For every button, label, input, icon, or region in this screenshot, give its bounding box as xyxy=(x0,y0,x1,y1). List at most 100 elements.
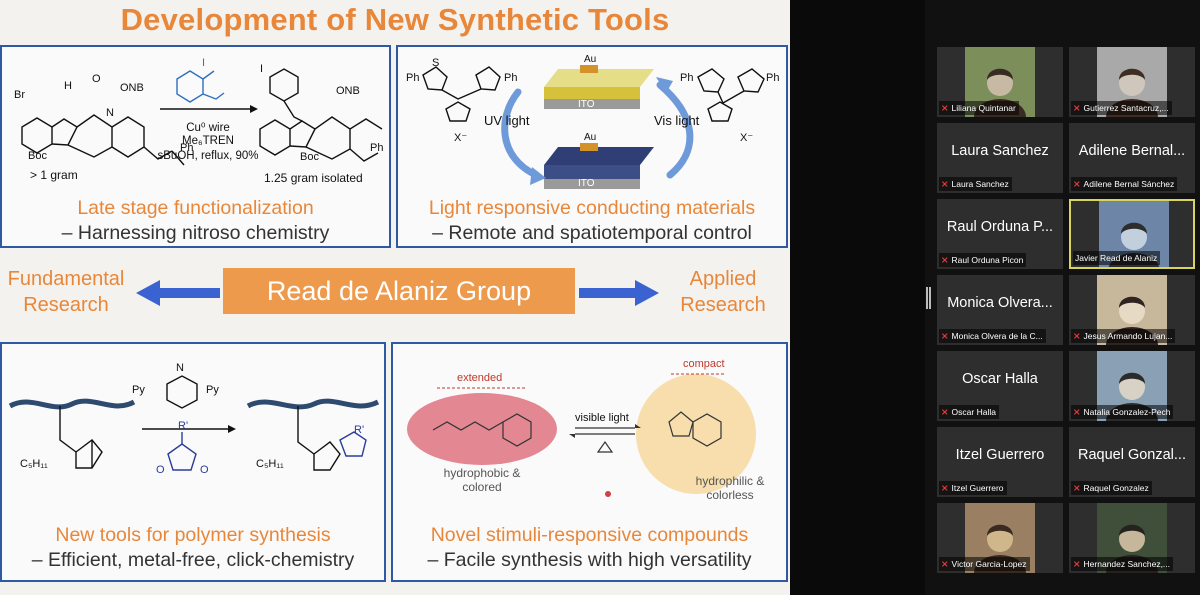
nitroso-reaction-scheme xyxy=(21,68,383,166)
polymer-click-scheme xyxy=(8,375,380,471)
participant-tile[interactable]: ⨯Natalia Gonzalez-Pech xyxy=(1069,351,1195,421)
chem-label-boc-product: Boc xyxy=(300,151,319,163)
gallery-resize-handle[interactable] xyxy=(925,287,931,311)
participant-name-label: ⨯Liliana Quintanar xyxy=(939,101,1019,115)
applied-line-2: Research xyxy=(680,294,766,316)
participant-display-name: Raquel Gonzal... xyxy=(1077,447,1186,463)
participant-name-label: ⨯Itzel Guerrero xyxy=(939,481,1007,495)
left-arrow-icon xyxy=(136,280,220,306)
chem-label-py-right: Py xyxy=(206,384,219,396)
extended-tag: extended xyxy=(457,372,503,384)
panel-late-stage: Br H O N ONB Boc Ph I I ONB Boc Ph Cu⁰ w… xyxy=(0,45,391,248)
participant-name: Raul Orduna Picon xyxy=(951,255,1024,265)
participant-name: Itzel Guerrero xyxy=(951,483,1004,493)
chem-label-n: N xyxy=(106,107,114,119)
participant-name-label: ⨯Adilene Bernal Sánchez xyxy=(1071,177,1178,191)
participant-tile[interactable]: Monica Olvera... ⨯Monica Olvera de la C..… xyxy=(937,275,1063,345)
participant-tile[interactable]: Oscar Halla⨯Oscar Halla xyxy=(937,351,1063,421)
muted-mic-icon: ⨯ xyxy=(941,331,949,341)
participant-tile[interactable]: Raquel Gonzal... ⨯Raquel Gonzalez xyxy=(1069,427,1195,497)
participant-name-label: ⨯Gutierrez Santacruz,... xyxy=(1071,101,1172,115)
participant-display-name: Adilene Bernal... xyxy=(1078,143,1186,159)
chem-label-py-left: Py xyxy=(132,384,145,396)
panel-title: New tools for polymer synthesis xyxy=(55,524,331,546)
chem-label-o: O xyxy=(92,73,101,85)
muted-mic-icon: ⨯ xyxy=(941,103,949,113)
muted-mic-icon: ⨯ xyxy=(1073,331,1081,341)
participant-display-name: Oscar Halla xyxy=(962,371,1038,387)
left-note: > 1 gram xyxy=(30,168,78,182)
fundamental-line-2: Research xyxy=(23,294,109,316)
muted-mic-icon: ⨯ xyxy=(941,559,949,569)
panel-subtitle: – Remote and spatiotemporal control xyxy=(432,222,752,244)
participant-name: Raquel Gonzalez xyxy=(1083,483,1149,493)
participant-tile[interactable]: Adilene Bernal... ⨯Adilene Bernal Sánchez xyxy=(1069,123,1195,193)
fundamental-research-label: Fundamental Research xyxy=(2,266,130,318)
participant-name-label: ⨯Monica Olvera de la C... xyxy=(939,329,1046,343)
participant-tile[interactable]: Laura Sanchez⨯Laura Sanchez xyxy=(937,123,1063,193)
uv-light-label: UV light xyxy=(484,113,530,128)
fundamental-line-1: Fundamental xyxy=(7,268,125,290)
muted-mic-icon: ⨯ xyxy=(941,179,949,189)
participant-tile[interactable]: Javier Read de Alaniz xyxy=(1069,199,1195,269)
chem-label-i-product: I xyxy=(260,63,264,75)
participant-name-label: ⨯Hernandez Sanchez,... xyxy=(1071,557,1174,571)
participant-name: Oscar Halla xyxy=(951,407,996,417)
participant-name-label: Javier Read de Alaniz xyxy=(1073,251,1161,265)
muted-mic-icon: ⨯ xyxy=(941,407,949,417)
chem-label-c5h11-right: C₅H₁₁ xyxy=(256,458,284,470)
chem-label-ph: Ph xyxy=(180,142,194,154)
device-ito-bottom: ITO xyxy=(578,178,595,189)
panel-subtitle: – Harnessing nitroso chemistry xyxy=(61,222,330,244)
chem-label-ph-right: Ph xyxy=(680,72,694,84)
muted-mic-icon: ⨯ xyxy=(941,483,949,493)
hydrophobic-label: hydrophobic & colored xyxy=(443,466,521,494)
participant-tile[interactable]: ⨯Jesus Armando Lujan... xyxy=(1069,275,1195,345)
chem-label-n-top: N xyxy=(176,362,184,374)
participant-name-label: ⨯Laura Sanchez xyxy=(939,177,1012,191)
muted-mic-icon: ⨯ xyxy=(1073,483,1081,493)
participant-tile[interactable]: ⨯Hernandez Sanchez,... xyxy=(1069,503,1195,573)
participant-name: Adilene Bernal Sánchez xyxy=(1083,179,1175,189)
panel-light-responsive: Ph S Ph X⁻ Ph Ph X⁻ Au ITO Au ITO UV lig… xyxy=(396,45,788,248)
participant-name: Laura Sanchez xyxy=(951,179,1009,189)
participant-name-label: ⨯Victor Garcia-Lopez xyxy=(939,557,1030,571)
participant-name: Javier Read de Alaniz xyxy=(1075,253,1158,263)
chem-label-s-left: S xyxy=(432,57,440,69)
participant-tile[interactable]: ⨯Liliana Quintanar xyxy=(937,47,1063,117)
panel-polymer-synthesis: Py Py N R' O O C₅H₁₁ C₅H₁₁ R' New tools … xyxy=(0,342,386,582)
condition-3: sBuOH, reflux, 90% xyxy=(157,150,259,162)
participant-name-label: ⨯Oscar Halla xyxy=(939,405,999,419)
participant-tile[interactable]: Itzel Guerrero⨯Itzel Guerrero xyxy=(937,427,1063,497)
chem-label-o-left: O xyxy=(156,464,165,476)
participant-tile[interactable]: Raul Orduna P... ⨯Raul Orduna Picon xyxy=(937,199,1063,269)
muted-mic-icon: ⨯ xyxy=(1073,559,1081,569)
panel-subtitle: – Facile synthesis with high versatility xyxy=(427,549,752,571)
group-name-banner: Read de Alaniz Group xyxy=(223,268,575,314)
participant-display-name: Monica Olvera... xyxy=(947,295,1053,311)
chem-label-ph-product: Ph xyxy=(370,142,384,154)
chem-label-ph-left-2: Ph xyxy=(504,72,518,84)
vis-light-label: Vis light xyxy=(654,113,700,128)
chem-label-x-left: X⁻ xyxy=(454,132,468,144)
compact-tag: compact xyxy=(683,358,725,370)
participant-name-label: ⨯Raul Orduna Picon xyxy=(939,253,1027,267)
participant-gallery: ⨯Liliana Quintanar⨯Gutierrez Santacruz,.… xyxy=(925,0,1200,595)
panel-title: Novel stimuli-responsive compounds xyxy=(430,524,749,546)
participant-name: Gutierrez Santacruz,... xyxy=(1083,103,1169,113)
muted-mic-icon: ⨯ xyxy=(1073,407,1081,417)
condition-2: Me₆TREN xyxy=(182,135,234,147)
participant-name: Hernandez Sanchez,... xyxy=(1083,559,1171,569)
participant-name: Monica Olvera de la C... xyxy=(951,331,1043,341)
device-au-bottom: Au xyxy=(584,132,597,143)
muted-mic-icon: ⨯ xyxy=(1073,103,1081,113)
participant-tile[interactable]: ⨯Gutierrez Santacruz,... xyxy=(1069,47,1195,117)
panel-subtitle: – Efficient, metal-free, click-chemistry xyxy=(31,549,355,571)
device-ito-top: ITO xyxy=(578,99,595,110)
participant-name-label: ⨯Natalia Gonzalez-Pech xyxy=(1071,405,1174,419)
participant-display-name: Raul Orduna P... xyxy=(946,219,1054,235)
shared-slide: Development of New Synthetic Tools xyxy=(0,0,790,595)
participant-name: Victor Garcia-Lopez xyxy=(951,559,1027,569)
panel-title: Late stage functionalization xyxy=(77,197,314,219)
participant-tile[interactable]: ⨯Victor Garcia-Lopez xyxy=(937,503,1063,573)
